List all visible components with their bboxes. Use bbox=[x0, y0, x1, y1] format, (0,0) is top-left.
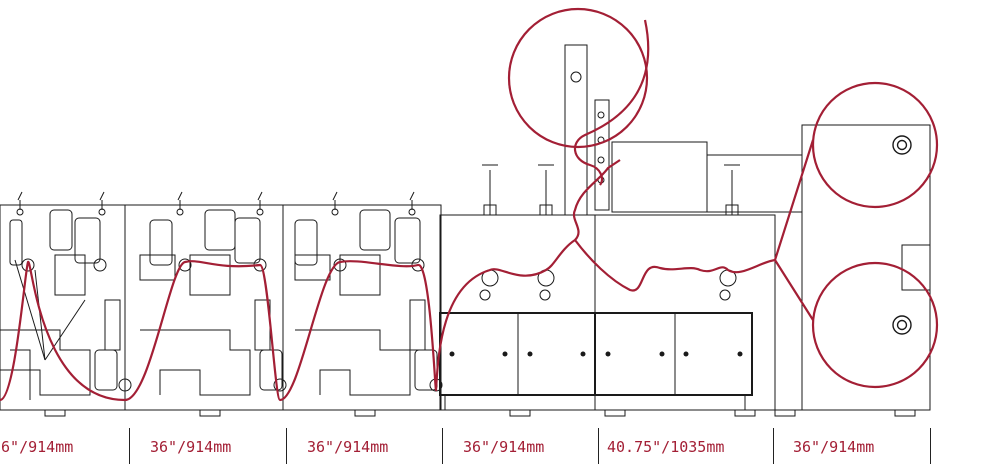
dimension-label: 36"/914mm bbox=[0, 438, 74, 456]
print-unit-2 bbox=[124, 204, 284, 411]
upper-unwind-reel bbox=[811, 81, 939, 209]
print-unit-3 bbox=[282, 204, 442, 411]
dimension-label: 36"/914mm bbox=[150, 438, 232, 456]
dim-tick bbox=[286, 428, 287, 464]
dryer-section bbox=[439, 214, 753, 411]
rewind-section-frame bbox=[564, 44, 803, 411]
dryer-dots bbox=[449, 351, 743, 357]
print-unit-1 bbox=[0, 204, 126, 411]
web-path-upper bbox=[574, 19, 650, 186]
lower-unwind-reel bbox=[811, 261, 939, 389]
top-reel bbox=[507, 7, 649, 149]
dimension-label: 36"/914mm bbox=[307, 438, 389, 456]
dim-tick bbox=[773, 428, 774, 464]
dimension-label: 36"/914mm bbox=[463, 438, 545, 456]
dim-tick bbox=[442, 428, 443, 464]
dimension-label: 36"/914mm bbox=[793, 438, 875, 456]
web-path bbox=[0, 139, 815, 402]
upper-reel-hub-icon bbox=[892, 135, 912, 155]
dryer-uprights bbox=[479, 164, 740, 301]
dimension-label: 40.75"/1035mm bbox=[607, 438, 725, 456]
dim-tick bbox=[930, 428, 931, 464]
lower-reel-hub-icon bbox=[892, 315, 912, 335]
floor-feet bbox=[0, 409, 930, 417]
dim-tick bbox=[598, 428, 599, 464]
dim-tick bbox=[129, 428, 130, 464]
unit-tension-arms bbox=[16, 191, 416, 216]
